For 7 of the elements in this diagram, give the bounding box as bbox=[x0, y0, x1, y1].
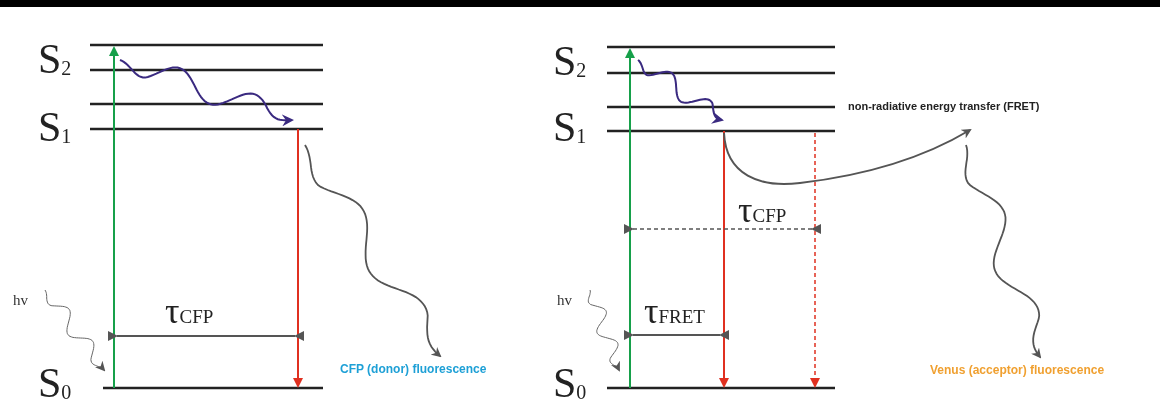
photon-label: hv bbox=[557, 293, 572, 308]
fluorescence-label: CFP (donor) fluorescence bbox=[340, 362, 488, 377]
photon-label: hv bbox=[13, 293, 28, 308]
fluorescence-label: Venus (acceptor) fluorescence bbox=[930, 363, 1106, 378]
wavy-arrow bbox=[964, 144, 1042, 359]
wavy-arrow bbox=[304, 144, 442, 358]
annotation-text: non-radiative energy transfer (FRET) bbox=[848, 101, 1040, 112]
